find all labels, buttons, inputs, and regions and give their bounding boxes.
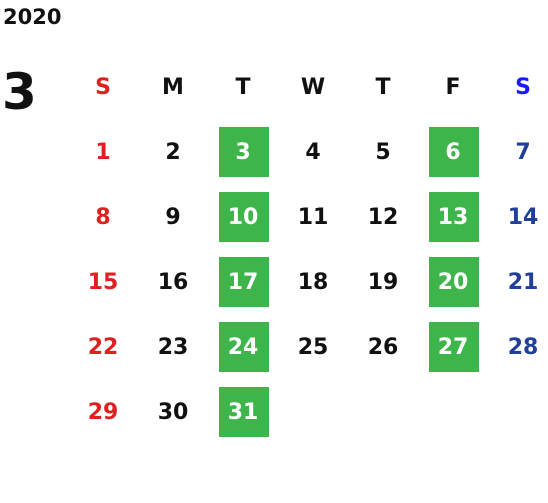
weekday-header-friday: F (445, 75, 461, 100)
day-cell: 28 (488, 315, 548, 380)
day-number: 7 (515, 140, 531, 165)
day-number: 18 (297, 270, 329, 295)
day-highlight (219, 127, 269, 177)
day-number: 31 (227, 400, 259, 425)
weekday-header-saturday: S (515, 75, 531, 100)
day-cell: 23 (138, 315, 208, 380)
day-cell: 8 (68, 185, 138, 250)
day-cell: 16 (138, 250, 208, 315)
day-cell: 29 (68, 380, 138, 445)
day-number: 16 (157, 270, 189, 295)
day-cell: 30 (138, 380, 208, 445)
weekday-header-wednesday: W (300, 75, 326, 100)
day-cell-highlighted: 6 (418, 120, 488, 185)
day-highlight (219, 192, 269, 242)
day-number: 25 (297, 335, 329, 360)
day-cell-highlighted: 31 (208, 380, 278, 445)
day-cell-highlighted: 13 (418, 185, 488, 250)
day-number: 19 (367, 270, 399, 295)
day-number: 28 (507, 335, 539, 360)
day-cell: 26 (348, 315, 418, 380)
day-number: 9 (165, 205, 181, 230)
day-number: 22 (87, 335, 119, 360)
day-number: 17 (227, 270, 259, 295)
day-cell: 18 (278, 250, 348, 315)
day-number: 30 (157, 400, 189, 425)
day-number: 27 (437, 335, 469, 360)
day-highlight (429, 127, 479, 177)
day-number: 6 (445, 140, 461, 165)
day-cell: 11 (278, 185, 348, 250)
calendar-year: 2020 (3, 5, 62, 29)
day-cell: 14 (488, 185, 548, 250)
day-cell: 25 (278, 315, 348, 380)
day-cell: 12 (348, 185, 418, 250)
weekday-header-thursday: T (375, 75, 391, 100)
day-number: 10 (227, 205, 259, 230)
day-cell: 1 (68, 120, 138, 185)
day-number: 12 (367, 205, 399, 230)
day-highlight (429, 322, 479, 372)
day-number: 23 (157, 335, 189, 360)
day-cell-highlighted: 27 (418, 315, 488, 380)
day-number: 4 (305, 140, 321, 165)
calendar-grid: S M T W T F S 1 2 3 4 5 6 7 8 9 10 11 12… (68, 55, 548, 445)
day-number: 24 (227, 335, 259, 360)
day-highlight (429, 257, 479, 307)
day-highlight (219, 322, 269, 372)
day-number: 1 (95, 140, 111, 165)
day-cell: 21 (488, 250, 548, 315)
day-cell: 7 (488, 120, 548, 185)
day-number: 5 (375, 140, 391, 165)
day-cell-highlighted: 10 (208, 185, 278, 250)
day-cell: 15 (68, 250, 138, 315)
day-number: 29 (87, 400, 119, 425)
calendar-month: 3 (2, 63, 37, 121)
day-number: 15 (87, 270, 119, 295)
day-cell-highlighted: 3 (208, 120, 278, 185)
day-highlight (429, 192, 479, 242)
day-cell: 9 (138, 185, 208, 250)
day-number: 14 (507, 205, 539, 230)
day-number: 13 (437, 205, 469, 230)
day-cell: 2 (138, 120, 208, 185)
day-number: 8 (95, 205, 111, 230)
day-highlight (219, 257, 269, 307)
weekday-header-sunday: S (95, 75, 111, 100)
weekday-header-monday: M (162, 75, 184, 100)
day-cell: 19 (348, 250, 418, 315)
day-cell: 5 (348, 120, 418, 185)
day-number: 20 (437, 270, 469, 295)
day-number: 21 (507, 270, 539, 295)
day-highlight (219, 387, 269, 437)
day-cell: 22 (68, 315, 138, 380)
day-cell-highlighted: 20 (418, 250, 488, 315)
day-cell: 4 (278, 120, 348, 185)
day-cell-highlighted: 24 (208, 315, 278, 380)
day-cell-highlighted: 17 (208, 250, 278, 315)
weekday-header-tuesday: T (235, 75, 251, 100)
day-number: 11 (297, 205, 329, 230)
day-number: 26 (367, 335, 399, 360)
day-number: 3 (235, 140, 251, 165)
day-number: 2 (165, 140, 181, 165)
